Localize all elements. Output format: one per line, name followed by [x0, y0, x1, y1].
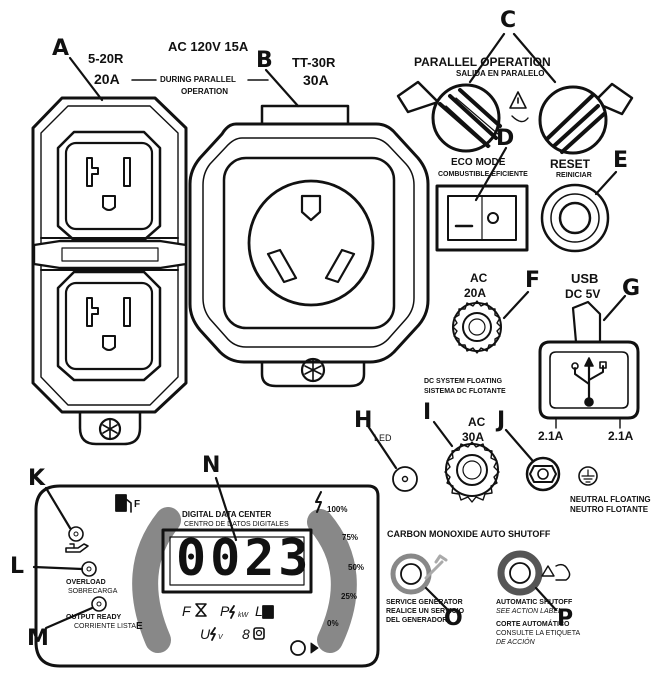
- scale-100: 100%: [327, 505, 348, 514]
- mode-f-label: F: [182, 603, 191, 619]
- callout-k: K: [28, 466, 46, 491]
- tt30-model-label: TT-30R: [292, 55, 336, 70]
- fuel-full-label: F: [134, 499, 141, 510]
- mode-8-label: 8: [242, 626, 250, 642]
- callout-d: D: [496, 126, 515, 151]
- callout-i: I: [423, 400, 432, 425]
- ground-terminal: [525, 456, 598, 492]
- auto-shutoff-line4: CONSULTE LA ETIQUETA: [496, 630, 581, 637]
- overload-sublabel: SOBRECARGA: [68, 588, 118, 595]
- eco-mode-subtitle: COMBUSTIBLE EFICIENTE: [438, 171, 528, 178]
- data-center-title: DIGITAL DATA CENTER: [182, 510, 272, 519]
- output-ready-label: OUTPUT READY: [66, 614, 122, 621]
- callout-o: O: [444, 606, 463, 631]
- ac-30a-breaker: [444, 441, 500, 503]
- data-center-subtitle: CENTRO DE DATOS DIGITALES: [184, 521, 289, 528]
- r520-model-label: 5-20R: [88, 51, 124, 66]
- callout-j: J: [497, 408, 506, 433]
- led-label: LED: [374, 433, 392, 443]
- callout-e: E: [613, 148, 629, 173]
- service-line1: SERVICE GENERATOR: [386, 599, 463, 606]
- callout-n: N: [202, 453, 221, 478]
- during-parallel-line2: OPERATION: [181, 87, 228, 96]
- neutral-line1: NEUTRAL FLOATING: [570, 495, 651, 504]
- auto-shutoff-line3: CORTE AUTOMÁTICO: [496, 621, 570, 628]
- r520-amp-label: 20A: [94, 71, 120, 87]
- callout-h: H: [354, 408, 373, 433]
- ac-rating-label: AC 120V 15A: [168, 39, 249, 54]
- digital-data-center-panel: [34, 484, 380, 668]
- tt30-amp-label: 30A: [303, 72, 329, 88]
- mode-u-label: U: [200, 626, 211, 642]
- co-shutoff-indicators: [390, 550, 571, 596]
- usb-amp-left: 2.1A: [538, 429, 564, 443]
- auto-shutoff-line5: DE ACCIÓN: [496, 639, 535, 646]
- dc-floating-line1: DC SYSTEM FLOATING: [424, 378, 503, 385]
- mode-kw-label: kW: [238, 612, 249, 619]
- during-parallel-line1: DURING PARALLEL: [160, 75, 236, 84]
- mode-p-label: P: [220, 603, 230, 619]
- auto-shutoff-line1: AUTOMATIC SHUTOFF: [496, 599, 573, 606]
- eco-mode-switch: [435, 184, 529, 252]
- parallel-terminals: [396, 80, 634, 155]
- callout-c: C: [500, 8, 517, 33]
- ac30-line2: 30A: [462, 430, 485, 444]
- reset-button: [540, 183, 610, 253]
- co-shutoff-title: CARBON MONOXIDE AUTO SHUTOFF: [387, 529, 551, 539]
- dc-floating-line2: SISTEMA DC FLOTANTE: [424, 388, 506, 395]
- scale-0: 0%: [327, 619, 339, 628]
- parallel-title: PARALLEL OPERATION: [414, 55, 551, 69]
- reset-title: RESET: [550, 157, 591, 171]
- callout-l: L: [10, 554, 25, 579]
- neutral-line2: NEUTRO FLOTANTE: [570, 505, 649, 514]
- reset-subtitle: REINICIAR: [556, 172, 592, 179]
- callout-f: F: [525, 268, 541, 293]
- fuel-empty-label: E: [136, 621, 143, 632]
- usb-port: [538, 300, 640, 429]
- usb-amp-right: 2.1A: [608, 429, 634, 443]
- scale-25: 25%: [341, 592, 358, 601]
- lcd-readout: 0023: [176, 529, 313, 587]
- mode-l-label: L: [255, 603, 263, 619]
- callout-m: M: [27, 626, 49, 651]
- scale-75: 75%: [342, 533, 359, 542]
- callout-b: B: [256, 48, 273, 73]
- duplex-5-20r-outlet: [31, 96, 188, 446]
- led-indicator: [392, 466, 418, 492]
- ac30-line1: AC: [468, 415, 486, 429]
- service-line3: DEL GENERADOR: [386, 617, 448, 624]
- tt-30r-outlet: [188, 104, 430, 388]
- mode-v-label: V: [218, 634, 223, 641]
- usb-line2: DC 5V: [565, 287, 601, 301]
- ac20-line1: AC: [470, 271, 488, 285]
- parallel-subtitle: SALIDA EN PARALELO: [456, 69, 545, 78]
- ac-20a-breaker: [452, 300, 502, 354]
- scale-50: 50%: [348, 563, 365, 572]
- eco-mode-title: ECO MODE: [451, 157, 506, 168]
- callout-p: P: [557, 606, 574, 631]
- overload-label: OVERLOAD: [66, 579, 106, 586]
- callout-a: A: [52, 36, 70, 61]
- usb-line1: USB: [571, 271, 599, 286]
- service-line2: REALICE UN SERVICIO: [386, 608, 465, 615]
- output-ready-sublabel: CORRIENTE LISTA: [74, 623, 137, 630]
- ac20-line2: 20A: [464, 286, 487, 300]
- callout-g: G: [622, 276, 641, 301]
- auto-shutoff-line2: SEE ACTION LABEL: [496, 608, 562, 615]
